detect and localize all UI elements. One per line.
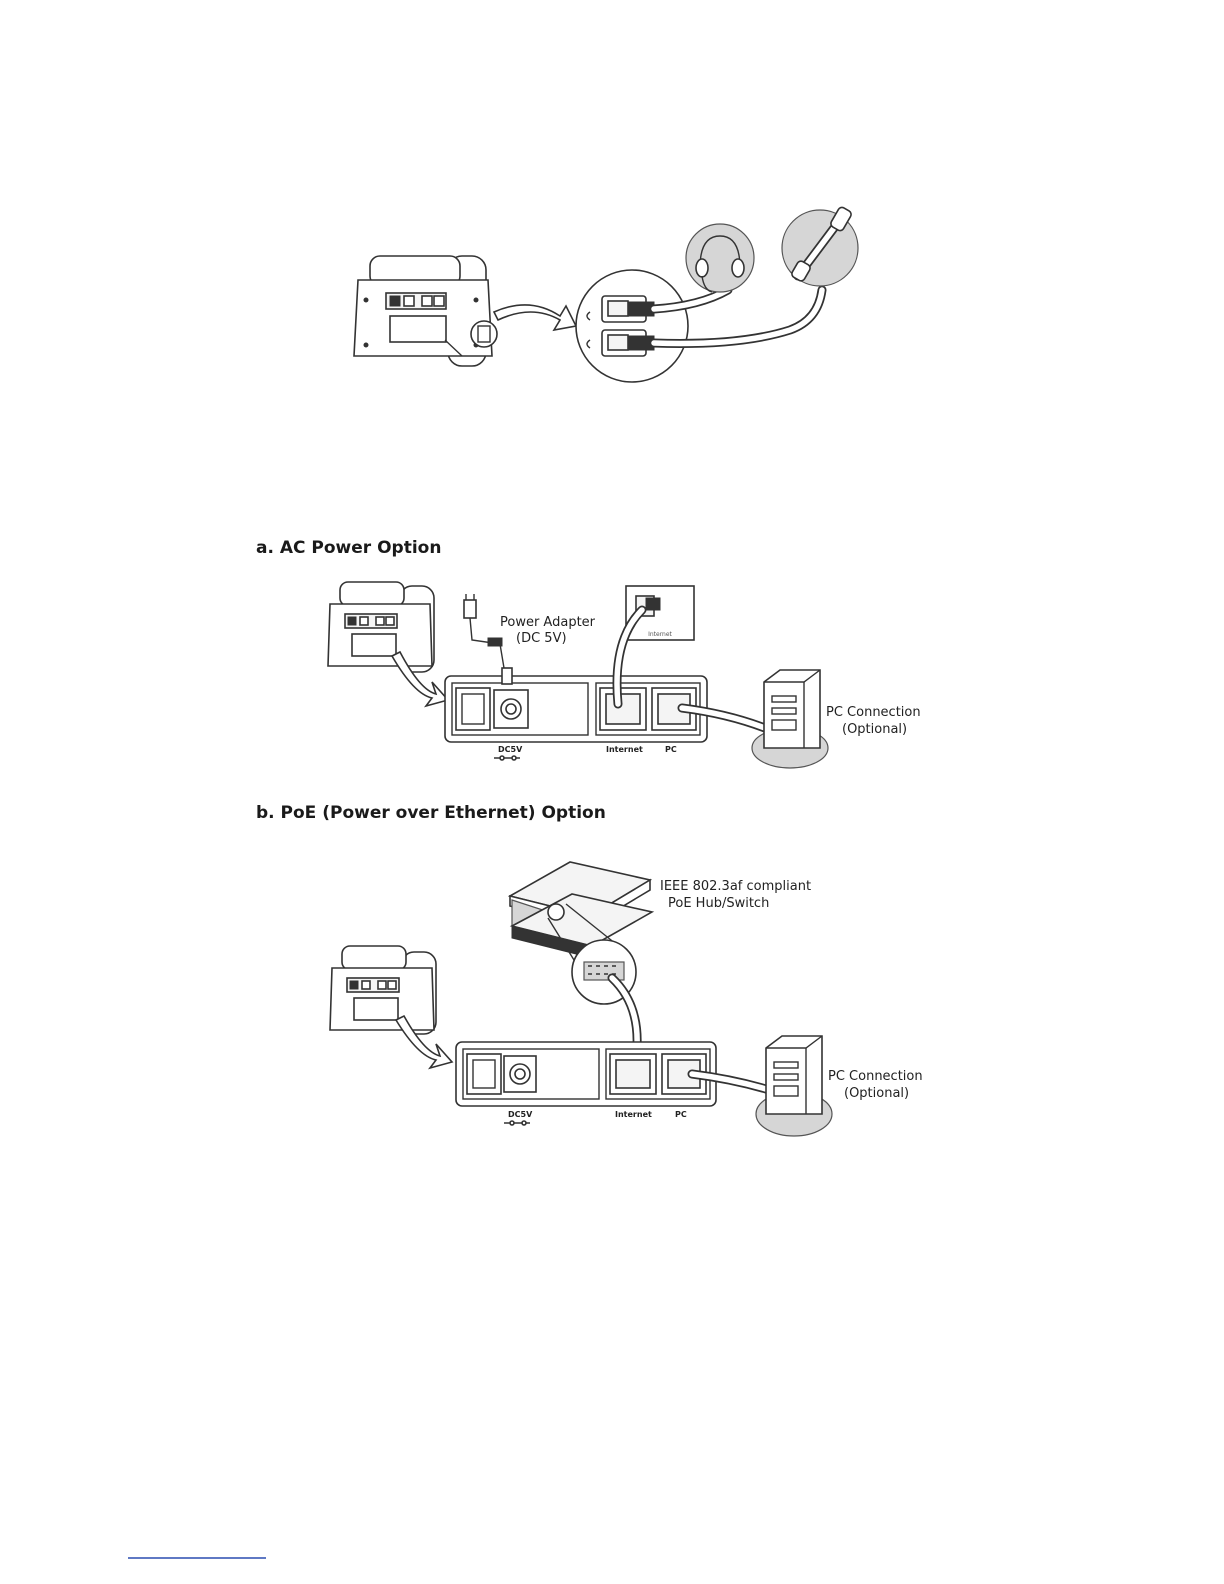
poe-switch-label-line1: IEEE 802.3af compliant <box>660 879 811 894</box>
pc-connection-label-line2: (Optional) <box>842 722 907 737</box>
power-adapter-label-line2: (DC 5V) <box>516 631 567 646</box>
port-zoom-circle <box>576 270 688 382</box>
port-label-dc5v: DC5V <box>498 745 523 754</box>
pc-connection-label-line1: PC Connection <box>826 705 921 720</box>
poe-switch-icon <box>510 862 652 958</box>
handset-icon <box>782 206 858 286</box>
phone-back-illustration-2 <box>328 582 434 672</box>
diagram-poe: IEEE 802.3af compliant PoE Hub/Switch <box>330 862 923 1136</box>
pc-connection-label-line2: (Optional) <box>844 1086 909 1101</box>
pc-connection-label-line1: PC Connection <box>828 1069 923 1084</box>
port-label-pc: PC <box>665 745 677 754</box>
port-label-pc: PC <box>675 1110 687 1119</box>
section-a-title: a. AC Power Option <box>256 538 441 558</box>
port-label-internet: Internet <box>615 1110 652 1119</box>
wall-jack-label: Internet <box>648 631 672 638</box>
arrow-icon <box>494 305 576 330</box>
port-label-internet: Internet <box>606 745 643 754</box>
section-b-title: b. PoE (Power over Ethernet) Option <box>256 803 606 823</box>
power-adapter-label-line1: Power Adapter <box>500 615 596 630</box>
headset-icon <box>686 224 754 292</box>
phone-back-illustration-3 <box>330 946 436 1034</box>
phone-back-illustration-1 <box>354 256 497 366</box>
pc-tower-icon-b <box>756 1036 832 1136</box>
pc-tower-icon-a <box>752 670 828 768</box>
power-adapter-icon <box>464 594 512 684</box>
port-label-dc5v: DC5V <box>508 1110 533 1119</box>
diagram-handset-headset <box>354 206 858 382</box>
diagram-ac-power: DC5V Internet PC Power Adapter (DC 5V) I… <box>328 582 921 768</box>
poe-switch-label-line2: PoE Hub/Switch <box>668 896 769 911</box>
